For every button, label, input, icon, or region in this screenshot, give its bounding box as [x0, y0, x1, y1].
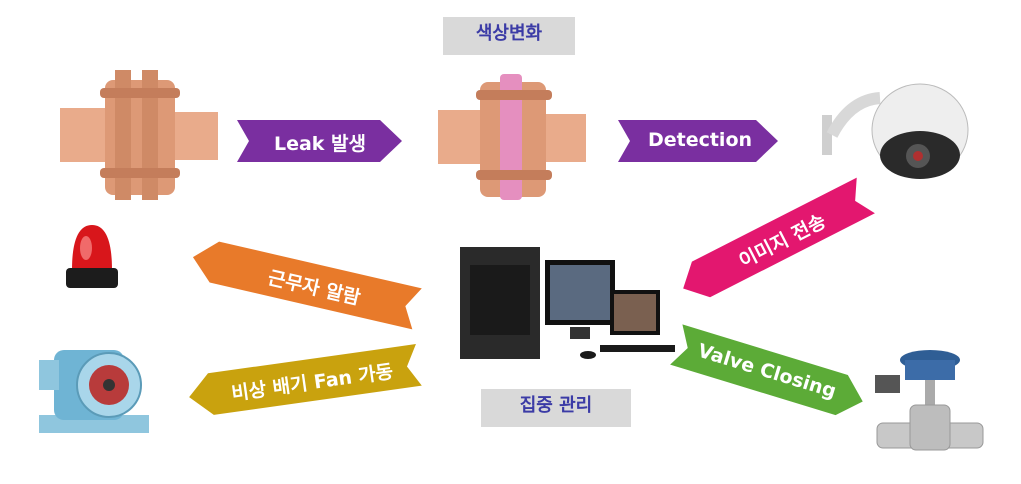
- image-send-arrow: 이미지 전송: [674, 177, 875, 307]
- worker-alarm-arrow: 근무자 알람: [188, 237, 422, 330]
- central-management-label: 집중 관리: [481, 389, 631, 427]
- color-change-label: 색상변화: [443, 17, 575, 55]
- pipe-flange-icon: [60, 70, 218, 200]
- leak-arrow: [237, 120, 402, 162]
- control-valve-icon: [875, 350, 984, 451]
- leak-arrow-label: Leak 발생: [273, 133, 367, 155]
- valve-closing-arrow: Valve Closing: [670, 324, 869, 421]
- detection-arrow: [618, 120, 778, 162]
- industrial-fan-icon: [39, 350, 149, 433]
- image-send-arrow-label: 이미지 전송: [735, 210, 830, 273]
- pipe-flange-pink-icon: [438, 74, 586, 200]
- dome-camera-icon: [822, 83, 969, 179]
- workstation-computer-icon: [460, 247, 675, 359]
- warning-beacon-icon: [66, 225, 118, 288]
- fan-arrow: 비상 배기 Fan 가동: [186, 344, 422, 418]
- detection-arrow-label: Detection: [647, 129, 753, 151]
